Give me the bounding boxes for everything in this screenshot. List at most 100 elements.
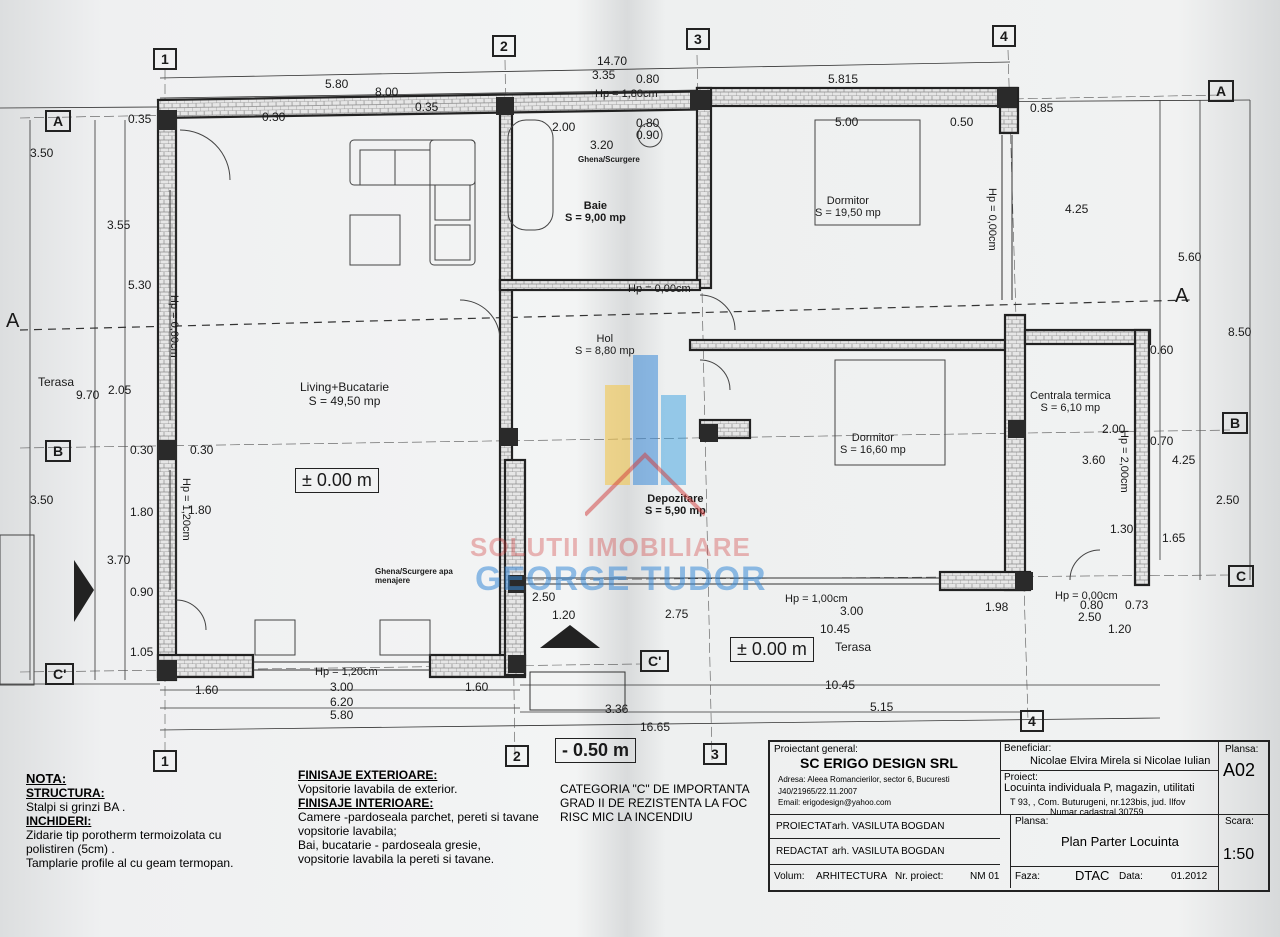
dim: 10.45 (820, 622, 851, 636)
hp-label: Hp = 0,00cm (1055, 590, 1118, 602)
dim: 1.30 (1110, 522, 1134, 536)
room-area: S = 8,80 mp (575, 345, 635, 357)
tb-redactat-row: REDACTAT arh. VASILUTA BOGDAN (770, 838, 1000, 865)
dim: 0.50 (950, 115, 974, 129)
categoria-line-2: GRAD II DE REZISTENTA LA FOC (560, 796, 748, 810)
furniture (175, 119, 1101, 656)
tb-data-label: Data: (1119, 871, 1143, 882)
hp-label: Hp = 2,00cm (1118, 430, 1130, 493)
grid-label-1-bottom: 1 (153, 750, 177, 772)
finisaje-int-3: Bai, bucatarie - pardoseala gresie, (298, 838, 481, 852)
dim: 2.05 (108, 383, 132, 397)
grid-label-b-right: B (1222, 412, 1249, 434)
watermark-line-1: SOLUTII IMOBILIARE (470, 532, 751, 562)
dim: 5.15 (870, 700, 894, 714)
dim: 0.60 (1150, 343, 1174, 357)
tb-proiect-label: Proiect: (1004, 772, 1038, 783)
inchideri-text-1: Zidarie tip porotherm termoizolata cu (26, 828, 222, 842)
hp-label: Hp = 1,20cm (315, 666, 378, 678)
grid-label-2-bottom: 2 (505, 745, 529, 767)
hp-label: Hp = 0,60cm (168, 295, 180, 358)
tb-faza: DTAC (1075, 868, 1110, 883)
tb-data: 01.2012 (1171, 871, 1208, 882)
grid-label-2: 2 (492, 35, 516, 57)
tb-plansa-label-2: Plansa: (1015, 816, 1049, 827)
dim: 14.70 (597, 54, 628, 68)
dim: 8.50 (1228, 325, 1252, 339)
tb-plansa-cell: Plansa: Plan Parter Locuinta (1010, 814, 1219, 867)
dim: 0.85 (1030, 101, 1054, 115)
dim: 1.65 (1162, 531, 1186, 545)
dimension-lines (0, 61, 1251, 731)
room-name: Living+Bucatarie (300, 380, 390, 394)
dim: 5.60 (1178, 250, 1202, 264)
grid-label-c-prime: C' (45, 663, 75, 685)
dim: 0.80 (636, 116, 660, 130)
room-area: S = 6,10 mp (1040, 402, 1101, 414)
tb-faza-row: Faza: DTAC Data: 01.2012 (1010, 866, 1219, 888)
dim: 0.80 (636, 72, 660, 86)
tb-volum: ARHITECTURA (816, 871, 888, 882)
inchideri-heading: INCHIDERI: (26, 814, 92, 828)
dim: 5.80 (330, 708, 354, 722)
dim: 3.00 (330, 680, 354, 694)
dim: 0.35 (128, 112, 152, 126)
dim: 10.45 (825, 678, 856, 692)
watermark-line-2: GEORGE TUDOR (475, 560, 767, 598)
dim: 4.25 (1065, 202, 1089, 216)
structura-text: Stalpi si grinzi BA . (26, 800, 126, 814)
tb-beneficiar-label: Beneficiar: (1004, 743, 1052, 754)
level-living: ± 0.00 m (295, 468, 379, 493)
dim: 0.90 (130, 585, 154, 599)
tb-adresa: Adresa: Aleea Romancierilor, sector 6, B… (778, 775, 950, 784)
finisaje-block: FINISAJE EXTERIOARE: Vopsitorie lavabila… (298, 768, 558, 866)
dim: 1.80 (188, 503, 212, 517)
room-area: S = 49,50 mp (308, 394, 381, 408)
dim: 6.20 (330, 695, 354, 709)
notes-title: NOTA: (26, 771, 67, 786)
categoria-line-3: RISC MIC LA INCENDIU (560, 810, 693, 824)
tb-beneficiar: Nicolae Elvira Mirela si Nicolae Iulian (1030, 755, 1211, 767)
room-name: Baie (583, 200, 608, 212)
dim: 9.70 (76, 388, 100, 402)
dim: 0.90 (636, 128, 660, 142)
dim: 1.80 (130, 505, 154, 519)
ghena-apa-label: Ghena/Scurgere apa menajere (375, 567, 453, 585)
room-area: S = 5,90 mp (645, 505, 706, 517)
entrance-arrow (540, 625, 600, 648)
grid-label-3: 3 (686, 28, 710, 50)
dim: 1.20 (552, 608, 576, 622)
grid-label-3-bottom: 3 (703, 743, 727, 765)
tb-plansa-nr: A02 (1223, 760, 1256, 780)
dim: 3.60 (1082, 453, 1106, 467)
tb-cadastral: Numar cadastral 30759 (1050, 807, 1144, 817)
tb-plansa-label: Plansa: (1225, 744, 1259, 755)
dim: 0.70 (1150, 434, 1174, 448)
hp-label: Hp = 1,80cm (595, 88, 658, 100)
finisaje-ext-heading: FINISAJE EXTERIOARE: (298, 768, 438, 782)
tb-volum-row: Volum: ARHITECTURA Nr. proiect: NM 01 (770, 866, 1010, 888)
structura-heading: STRUCTURA: (26, 786, 105, 800)
section-mark-a-left: A (6, 310, 20, 332)
dim: 5.00 (835, 115, 859, 129)
room-area: S = 16,60 mp (840, 444, 906, 456)
dim: 1.20 (1108, 622, 1132, 636)
dim: 0.80 (1080, 598, 1104, 612)
dim: 1.98 (985, 600, 1009, 614)
section-mark-a-right: A (1175, 285, 1189, 307)
room-name: Dormitor (851, 432, 894, 444)
watermark-logo (585, 355, 705, 517)
tb-proiectat: arh. VASILUTA BOGDAN (832, 821, 945, 832)
notes-block: NOTA: STRUCTURA: Stalpi si grinzi BA . I… (26, 771, 286, 871)
grid-label-a: A (45, 110, 72, 132)
room-name: Hol (596, 333, 614, 345)
dim: 3.50 (30, 493, 54, 507)
tb-proiectat-row: PROIECTAT arh. VASILUTA BOGDAN (770, 814, 1000, 839)
finisaje-int-4: vopsitorie lavabila la pereti si tavane. (298, 852, 495, 866)
terasa-bottom-label: Terasa (835, 640, 872, 654)
dim: 16.65 (640, 720, 671, 734)
dim: 0.30 (130, 443, 154, 457)
